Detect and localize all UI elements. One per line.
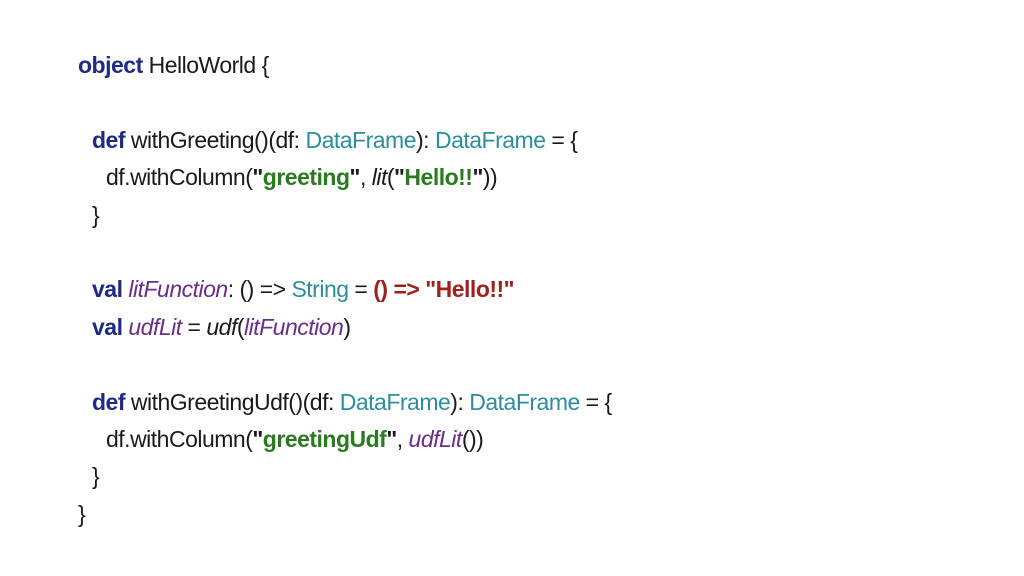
- code-line: [78, 346, 612, 383]
- code-token: : () =>: [227, 276, 292, 303]
- code-token: def: [92, 126, 126, 153]
- code-token: udfLit: [128, 313, 182, 340]
- code-block: object HelloWorld { def withGreeting()(d…: [78, 47, 612, 533]
- code-token: ): [343, 313, 351, 340]
- code-line: df.withColumn("greetingUdf", udfLit()): [78, 421, 612, 458]
- code-token: }: [92, 201, 100, 228]
- code-token: DataFrame: [305, 126, 416, 153]
- code-token: def: [92, 388, 126, 415]
- code-line: }: [78, 496, 612, 533]
- code-token: ": [472, 164, 483, 191]
- code-token: ": [386, 425, 397, 452]
- code-token: ": [349, 164, 361, 191]
- code-token: ": [252, 425, 263, 452]
- code-token: ": [252, 164, 263, 191]
- code-token: }: [78, 500, 86, 527]
- code-token: litFunction: [244, 313, 344, 340]
- code-line: }: [78, 197, 612, 234]
- code-token: DataFrame: [469, 388, 580, 415]
- code-token: }: [92, 463, 100, 490]
- code-token: String: [291, 276, 349, 303]
- code-token: (: [386, 164, 395, 191]
- code-token: = {: [545, 126, 578, 153]
- code-token: ()): [461, 425, 484, 452]
- code-token: DataFrame: [434, 126, 546, 153]
- code-token: val: [92, 313, 123, 340]
- code-token: ,: [396, 425, 409, 452]
- code-token: withGreeting()(df:: [125, 126, 306, 153]
- code-line: object HelloWorld {: [78, 47, 612, 84]
- code-line: [78, 234, 612, 271]
- code-token: withGreetingUdf()(df:: [125, 388, 340, 415]
- code-line: [78, 84, 612, 121]
- code-token: Hello!!: [404, 164, 473, 191]
- code-token: =: [348, 276, 374, 303]
- code-token: ):: [450, 388, 470, 415]
- code-token: DataFrame: [339, 388, 451, 415]
- code-token: df.withColumn(: [106, 164, 253, 191]
- code-line: val udfLit = udf(litFunction): [78, 309, 612, 346]
- code-token: litFunction: [128, 276, 228, 303]
- code-token: ": [394, 164, 405, 191]
- code-token: (: [236, 313, 245, 340]
- code-token: udfLit: [408, 425, 463, 452]
- code-token: val: [92, 276, 123, 303]
- code-token: object: [78, 52, 143, 78]
- code-token: () => "Hello!!": [373, 276, 515, 303]
- code-line: df.withColumn("greeting", lit("Hello!!")…: [78, 159, 612, 196]
- code-token: = {: [579, 388, 613, 415]
- code-token: =: [181, 313, 207, 340]
- code-token: df.withColumn(: [106, 425, 253, 452]
- code-line: val litFunction: () => String = () => "H…: [78, 271, 612, 308]
- code-token: HelloWorld {: [142, 52, 270, 78]
- code-token: ,: [359, 164, 372, 191]
- code-token: greetingUdf: [262, 425, 387, 452]
- code-line: def withGreeting()(df: DataFrame): DataF…: [78, 122, 612, 159]
- code-token: greeting: [262, 164, 350, 191]
- code-token: udf: [206, 313, 237, 340]
- code-line: }: [78, 458, 612, 495]
- code-token: ):: [416, 126, 435, 153]
- code-token: lit: [371, 164, 388, 191]
- code-line: def withGreetingUdf()(df: DataFrame): Da…: [78, 384, 612, 421]
- code-token: )): [482, 164, 498, 191]
